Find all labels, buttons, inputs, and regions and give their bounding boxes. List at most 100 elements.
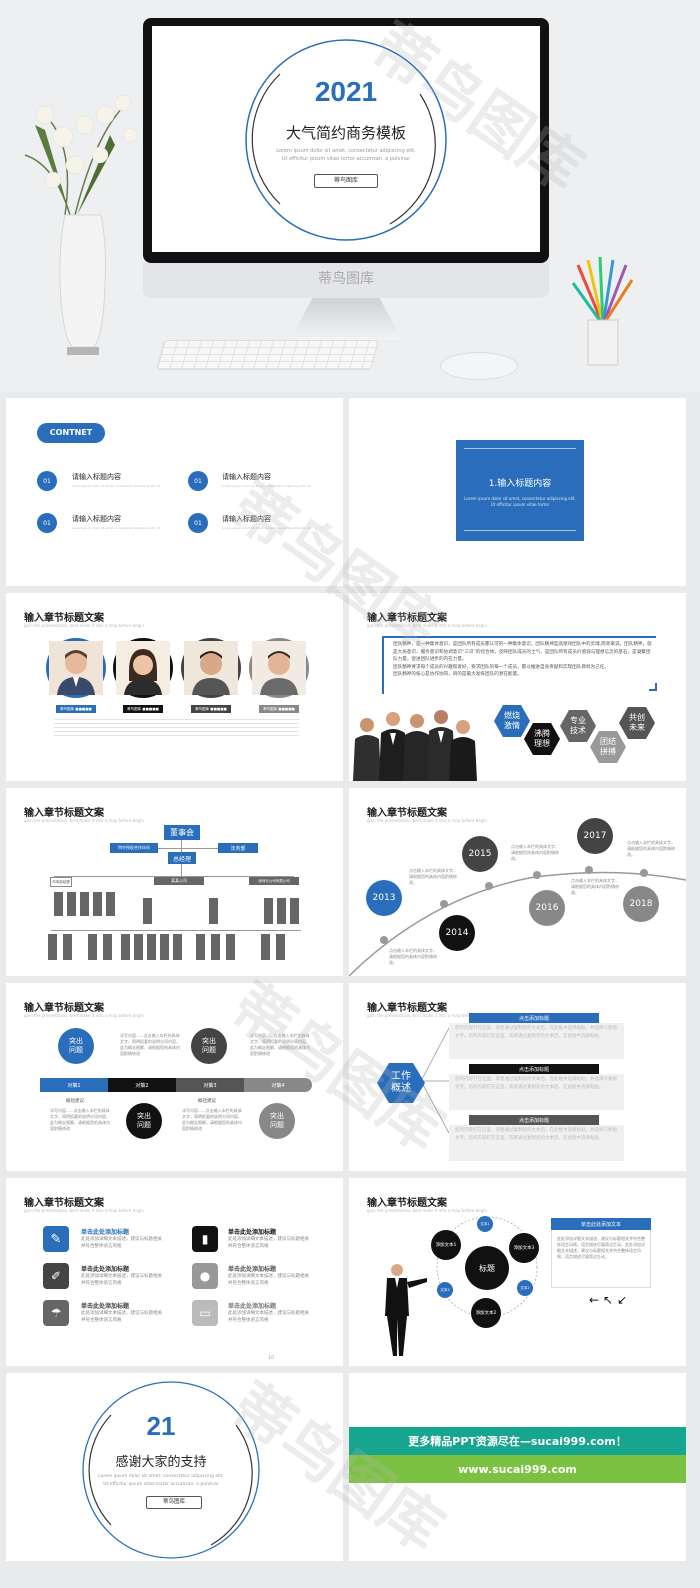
strategy-bar-2: 对策2 [108, 1078, 176, 1092]
cover-area: 2021 大气简约商务模板 Lorem ipsum dolor sit amet… [0, 0, 700, 392]
problem-bubble-1: 突出 问题 [58, 1028, 94, 1064]
thanks-sub1: Lorem ipsum dolor sit amet, consectetur … [98, 1474, 224, 1479]
monitor-chin [143, 263, 549, 298]
thanks-button[interactable]: 蒂鸟图库 [146, 1496, 202, 1509]
spirit-frame [382, 636, 656, 694]
contents-badge: CONTNET [37, 423, 105, 443]
contents-item-2: 请输入标题内容 [222, 473, 271, 481]
icon-title-6: 单击此处添加标题 [228, 1303, 277, 1310]
slide-title: 输入章节标题文案 [367, 808, 447, 819]
contents-item-1: 请输入标题内容 [72, 473, 121, 481]
slide-subtitle: gain the presentation, best make it into… [24, 1208, 144, 1213]
promo-banner-1[interactable]: 更多精品PPT资源尽在—sucai999.com！ [349, 1427, 686, 1455]
year-2018: 2018 [623, 886, 659, 922]
org-mid1: 某某公司 [154, 877, 204, 885]
promo-banner-2[interactable]: www.sucai999.com [349, 1455, 686, 1483]
problem-text-4: 详写内容......点击输入本栏的具体文字，简明扼要的说明分项内容，此为概念图解… [182, 1108, 242, 1131]
section-sub1: Lorem ipsum dolor sit amet, consectetur … [464, 496, 576, 501]
contents-num-3: 01 [37, 513, 57, 533]
cycle-panel-text: 此处添加详细文本描述，建议与标题相关并符合整体语言风格，语言描述尽量简洁生动。此… [557, 1236, 645, 1259]
contents-num-1: 01 [37, 471, 57, 491]
cycle-node-1: 添加文本1 [431, 1230, 461, 1260]
contents-item-sub-2: Lorem ipsum dolor sit amet, consectetur … [222, 484, 311, 488]
year-2013: 2013 [366, 880, 402, 916]
businessman-figure [379, 1258, 429, 1358]
problem-head-1: 概括建议 [66, 1099, 84, 1104]
slide-contents: CONTNET 01 请输入标题内容 Lorem ipsum dolor sit… [6, 398, 343, 586]
timeline-desc-5: 点击输入本栏的具体文字，请根据您的具体内容酌情修改。 [389, 948, 437, 965]
avatar-2 [113, 638, 173, 698]
monitor-screen: 2021 大气简约商务模板 Lorem ipsum dolor sit amet… [152, 26, 540, 252]
slide-team: 输入章节标题文案 gain the presentation, best mak… [6, 593, 343, 781]
avatar-1 [46, 638, 106, 698]
slide-subtitle: gain the presentation, best make it into… [367, 1013, 487, 1018]
contents-num-4: 01 [188, 513, 208, 533]
avatar-4 [249, 638, 309, 698]
org-gm: 总经理 [168, 852, 196, 864]
work-text-1: 您的内容打在这里，或者通过复制您的文本后，在此框中选择粘贴，并选择只保留文字。您… [449, 1023, 624, 1059]
pencil-icon: ✐ [43, 1263, 69, 1289]
slide-subtitle: gain the presentation, best make it into… [367, 623, 487, 628]
work-title-2: 点击添加标题 [469, 1064, 599, 1074]
pencil-cup-image [568, 255, 638, 370]
slide-subtitle: gain the presentation, best make it into… [367, 818, 487, 823]
timeline-desc-2: 点击输入本栏的具体文字，请根据您的具体内容酌情修改。 [511, 844, 559, 861]
monitor-brand: 蒂鸟图库 [318, 271, 374, 287]
cycle-node-3: 添加文本3 [509, 1233, 539, 1263]
slide-subtitle: gain the presentation, best make it into… [367, 1208, 487, 1213]
chart-icon: ▮ [192, 1226, 218, 1252]
slide-title: 输入章节标题文案 [367, 1198, 447, 1209]
year-2017: 2017 [577, 818, 613, 854]
slide-title: 输入章节标题文案 [24, 613, 104, 624]
problem-text-3: 详写内容......点击输入本栏的具体文字，简明扼要的说明分项内容，此为概念图解… [50, 1108, 110, 1131]
org-partner: 特许授权合作伙伴 [110, 843, 158, 853]
slide-section: 1.输入标题内容 Lorem ipsum dolor sit amet, con… [349, 398, 686, 586]
slide-title: 输入章节标题文案 [367, 1003, 447, 1014]
section-title: 1.输入标题内容 [488, 479, 552, 489]
work-text-3: 您的内容打在这里，或者通过复制您的文本后，在此框中选择粘贴，并选择只保留文字。您… [449, 1125, 624, 1161]
slide-title: 输入章节标题文案 [24, 1198, 104, 1209]
slide-timeline: 输入章节标题文案 gain the presentation, best mak… [349, 788, 686, 976]
work-title-3: 点击添加标题 [469, 1115, 599, 1125]
monitor-stand [290, 298, 402, 340]
slide-thanks: 21 感谢大家的支持 Lorem ipsum dolor sit amet, c… [6, 1373, 343, 1561]
cycle-panel-title: 单击此处添加文本 [551, 1218, 651, 1230]
spirit-hex-3: 专业 技术 [560, 710, 596, 742]
org-legal: 法务部 [218, 843, 258, 853]
icon-title-1: 单击此处添加标题 [81, 1229, 130, 1236]
slide-title: 输入章节标题文案 [24, 808, 104, 819]
org-mid2: 深圳分公司有限公司 [249, 877, 299, 885]
wrench-icon: ✎ [43, 1226, 69, 1252]
cover-sub2: Ut efficitur ipsum vitae tortor accumsan… [281, 156, 411, 162]
year-2015: 2015 [462, 836, 498, 872]
contents-num-2: 01 [188, 471, 208, 491]
cycle-node-2: 添加文本2 [471, 1298, 501, 1328]
cycle-node-6: 文本3 [437, 1282, 453, 1298]
cycle-node-5: 文本2 [517, 1280, 533, 1296]
page-number: 10 [268, 1355, 275, 1361]
timeline-desc-1: 点击输入本栏的具体文字，请根据您的具体内容酌情修改。 [409, 868, 457, 885]
strategy-bar-4: 对策4 [244, 1078, 312, 1092]
contents-item-3: 请输入标题内容 [72, 515, 121, 523]
chat-icon: ● [192, 1263, 218, 1289]
contents-item-sub-3: Lorem ipsum dolor sit amet, consectetur … [72, 526, 161, 530]
org-board: 董事会 [164, 825, 200, 840]
icon-text-1: 此处添加详细文本描述，建议与标题相关并符合整体语言风格 [81, 1237, 162, 1249]
org-left-title: 市场部经理 [50, 877, 72, 887]
spirit-hex-2: 沸腾 理想 [524, 723, 560, 755]
contents-item-4: 请输入标题内容 [222, 515, 271, 523]
section-box: 1.输入标题内容 Lorem ipsum dolor sit amet, con… [456, 440, 584, 541]
arrow-icons: ←↖↙ [589, 1293, 632, 1307]
cover-button[interactable]: 蒂鸟图库 [314, 174, 378, 188]
thanks-rings [82, 1381, 260, 1559]
slide-org: 输入章节标题文案 gain the presentation, best mak… [6, 788, 343, 976]
icon-title-3: 单击此处添加标题 [81, 1266, 130, 1273]
team-label-3: 蒂鸟图库 ■■■■■ [191, 705, 231, 713]
thanks-num: 21 [146, 1411, 176, 1441]
slide-work: 输入章节标题文案 gain the presentation, best mak… [349, 983, 686, 1171]
keyboard-image [155, 340, 380, 370]
slide-title: 输入章节标题文案 [367, 613, 447, 624]
icon-text-3: 此处添加详细文本描述，建议与标题相关并符合整体语言风格 [81, 1274, 162, 1286]
cover-title: 大气简约商务模板 [285, 124, 406, 142]
icon-text-4: 此处添加详细文本描述，建议与标题相关并符合整体语言风格 [228, 1274, 309, 1286]
